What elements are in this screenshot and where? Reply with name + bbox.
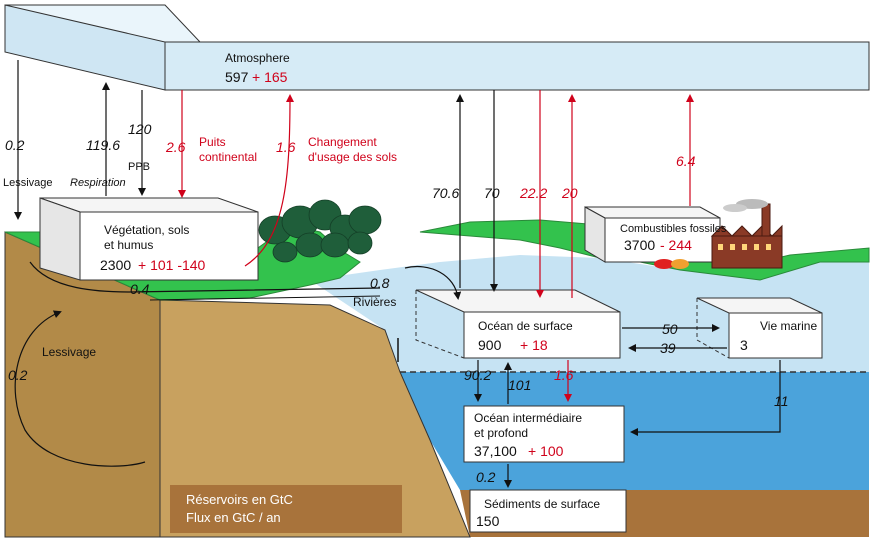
marine-life-box [728, 312, 823, 359]
label-puits-1: Puits [199, 135, 226, 149]
surface-ocean-box [463, 311, 621, 359]
flux-to-marine: 50 [662, 321, 678, 337]
marine-life-value: 3 [740, 337, 748, 353]
deep-ocean-name-2: et profond [474, 426, 528, 440]
deep-ocean-box [463, 405, 625, 463]
legend-box [170, 485, 402, 533]
flux-red-down: 1.6 [554, 367, 574, 383]
vegetation-delta: + 101 -140 [138, 257, 206, 273]
deep-ocean-delta: + 100 [528, 443, 564, 459]
legend-line-2: Flux en GtC / an [186, 510, 281, 525]
flux-land-sink: 2.6 [165, 139, 186, 155]
arrow-land-use [244, 94, 294, 267]
atmosphere-slab-side [4, 4, 166, 91]
flux-rivers: 0.8 [370, 275, 390, 291]
factory-icon [710, 199, 783, 269]
sediment-box [469, 489, 627, 533]
atmosphere-delta: + 165 [252, 69, 288, 85]
car-icon [654, 259, 689, 269]
forest-trees [233, 199, 382, 271]
surface-ocean-box-dash [415, 290, 465, 359]
vegetation-name-2: et humus [104, 238, 153, 252]
marine-life-name: Vie marine [760, 319, 817, 333]
vegetation-name-1: Végétation, sols [104, 223, 189, 237]
flux-respiration: 119.6 [86, 137, 120, 153]
arrow-marine-to-deep [630, 360, 781, 436]
label-ppb: PPB [128, 161, 150, 173]
vegetation-box [79, 211, 259, 281]
surface-ocean-delta: + 18 [520, 337, 548, 353]
surface-ocean-name: Océan de surface [478, 319, 573, 333]
surface-ocean-value: 900 [478, 337, 502, 353]
fossil-box-top [584, 206, 721, 219]
flux-runoff: 0.4 [130, 281, 150, 297]
atmosphere-slab-front [164, 41, 870, 91]
land-side [159, 299, 471, 538]
flux-marine-to-deep: 11 [774, 393, 789, 409]
label-lessivage-land: Lessivage [42, 345, 96, 359]
arrow-leach-land [14, 310, 146, 467]
legend-line-1: Réservoirs en GtC [186, 492, 293, 507]
arrow-runoff [29, 261, 381, 293]
flux-ocean-red-down: 22.2 [519, 185, 547, 201]
fossil-delta: - 244 [660, 237, 692, 253]
deep-ocean-value: 37,100 [474, 443, 517, 459]
sediment-name: Sédiments de surface [484, 497, 600, 511]
flux-fossil: 6.4 [676, 153, 696, 169]
label-lessivage-top: Lessivage [3, 177, 53, 189]
flux-leach-land: 0.2 [8, 367, 28, 383]
arrow-rivers [404, 266, 462, 300]
label-respiration: Respiration [70, 177, 126, 189]
vegetation-box-side [39, 197, 81, 281]
flux-ppb: 120 [128, 121, 152, 137]
atmosphere-value: 597 [225, 69, 249, 85]
marine-life-box-dash [696, 298, 730, 359]
flux-leach-atm: 0.2 [5, 137, 25, 153]
vegetation-value: 2300 [100, 257, 131, 273]
flux-ocean-red-up: 20 [561, 185, 578, 201]
atmosphere-name: Atmosphere [225, 51, 290, 65]
runoff-line-2 [149, 295, 381, 301]
fossil-value: 3700 [624, 237, 655, 253]
flux-from-marine: 39 [660, 340, 676, 356]
deep-ocean-name-1: Océan intermédiaire [474, 411, 582, 425]
label-chg-2: d'usage des sols [308, 150, 397, 164]
label-puits-2: continental [199, 150, 257, 164]
sediment-value: 150 [476, 513, 500, 529]
flux-surface-to-deep: 90.2 [464, 367, 491, 383]
flux-to-sediment: 0.2 [476, 469, 496, 485]
flux-ocean-down: 70 [484, 185, 500, 201]
fossil-name: Combustibles fossiles [620, 223, 727, 235]
flux-ocean-up: 70.6 [432, 185, 459, 201]
flux-land-use: 1.6 [276, 139, 296, 155]
label-rivieres: Rivières [353, 295, 396, 309]
flux-deep-to-surface: 101 [508, 377, 531, 393]
fossil-box [604, 217, 721, 263]
label-chg-1: Changement [308, 135, 377, 149]
